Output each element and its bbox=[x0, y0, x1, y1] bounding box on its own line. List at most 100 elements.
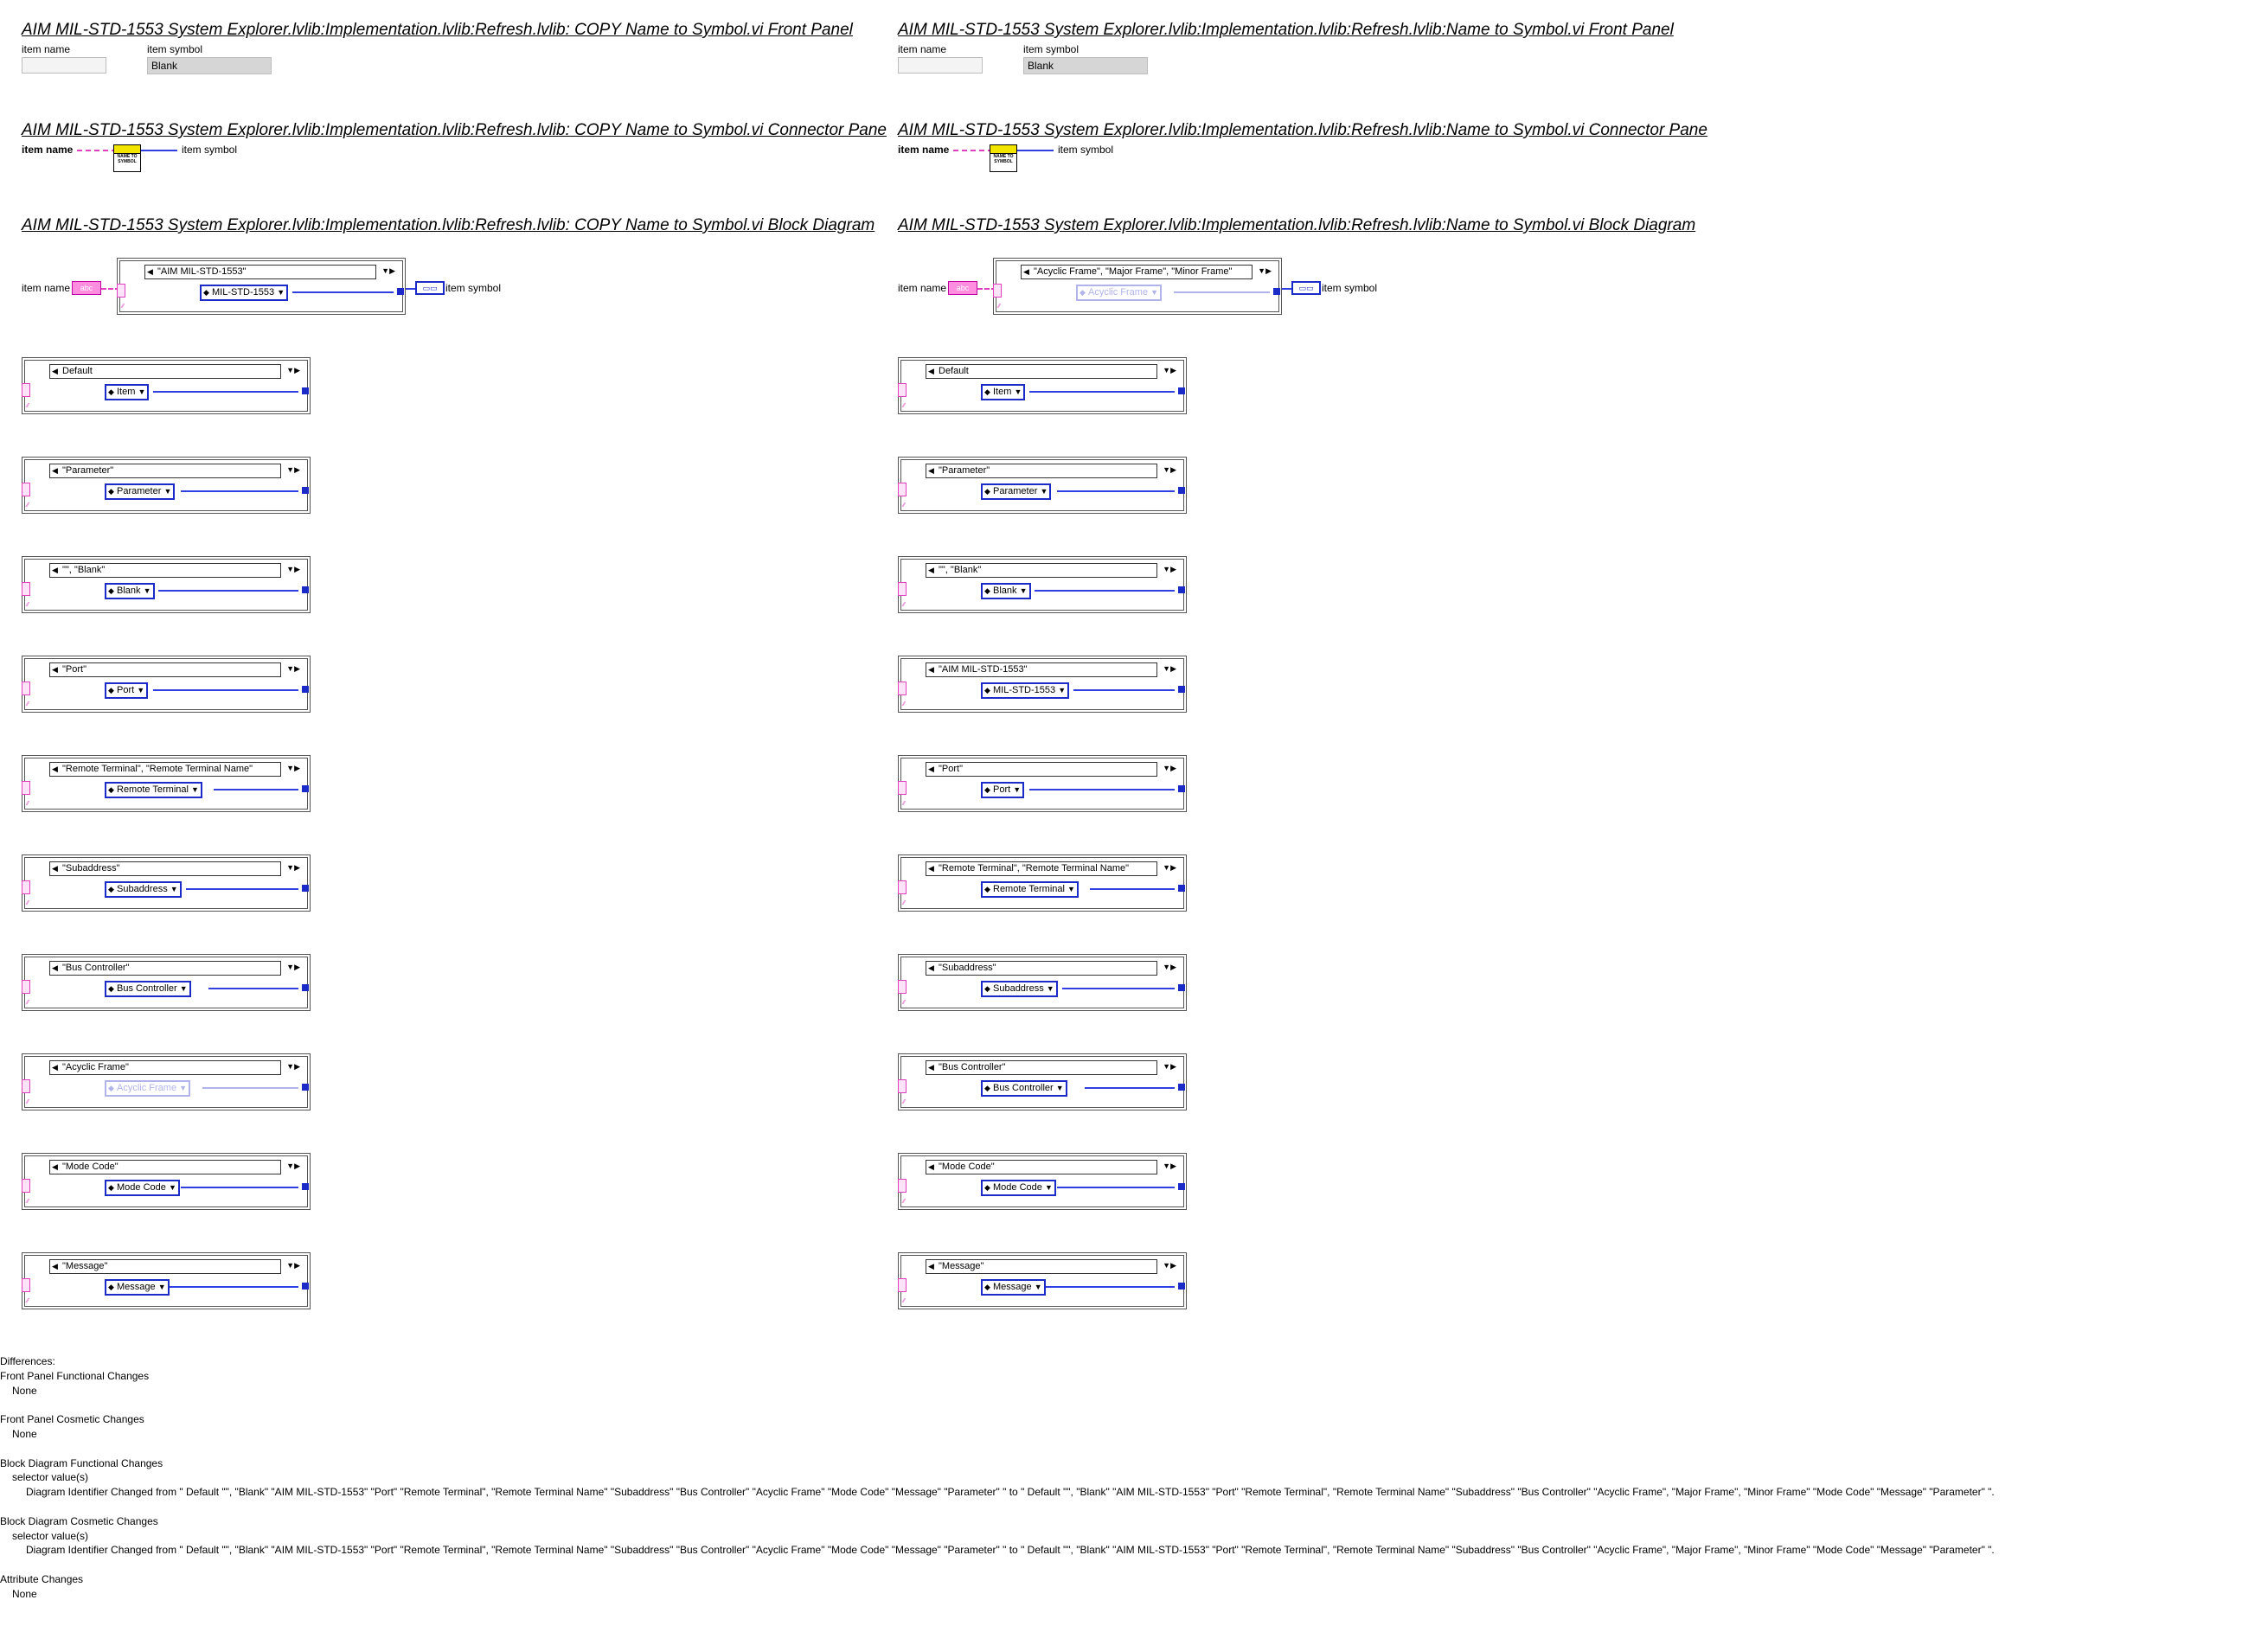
case-menu-icon[interactable]: ▼▶ bbox=[1163, 1261, 1176, 1270]
string-control-terminal[interactable]: abc bbox=[72, 281, 101, 295]
enum-constant[interactable]: ◆Message▼ bbox=[981, 1279, 1046, 1296]
case-selector[interactable]: ◀"Subaddress" bbox=[49, 861, 281, 876]
prev-case-icon[interactable]: ◀ bbox=[52, 765, 58, 773]
enum-constant[interactable]: ◆Item▼ bbox=[105, 384, 150, 400]
case-structure[interactable]: ◀"Acyclic Frame"▼▶◆Acyclic Frame▼⁄⁄ bbox=[22, 1053, 311, 1110]
case-structure[interactable]: ◀"", "Blank"▼▶◆Blank▼⁄⁄ bbox=[898, 556, 1187, 613]
output-tunnel[interactable] bbox=[302, 387, 309, 394]
case-menu-icon[interactable]: ▼▶ bbox=[1163, 1062, 1176, 1071]
enum-constant[interactable]: ◆Bus Controller▼ bbox=[105, 981, 191, 997]
case-menu-icon[interactable]: ▼▶ bbox=[1258, 266, 1272, 275]
case-structure[interactable]: ◀"Port"▼▶◆Port▼⁄⁄ bbox=[898, 755, 1187, 812]
case-menu-icon[interactable]: ▼▶ bbox=[286, 1062, 300, 1071]
case-menu-icon[interactable]: ▼▶ bbox=[1163, 963, 1176, 971]
enum-constant[interactable]: ◆Mode Code▼ bbox=[105, 1180, 180, 1196]
enum-constant[interactable]: ◆Acyclic Frame▼ bbox=[105, 1080, 191, 1097]
prev-case-icon[interactable]: ◀ bbox=[52, 665, 58, 674]
output-tunnel[interactable] bbox=[1178, 984, 1185, 991]
case-selector[interactable]: ◀"Acyclic Frame" bbox=[49, 1060, 281, 1075]
case-selector[interactable]: ◀"Message" bbox=[926, 1259, 1157, 1274]
case-structure[interactable]: ◀"Mode Code"▼▶◆Mode Code▼⁄⁄ bbox=[898, 1153, 1187, 1210]
selector-terminal[interactable] bbox=[898, 483, 907, 496]
selector-terminal[interactable] bbox=[22, 1079, 30, 1093]
prev-case-icon[interactable]: ◀ bbox=[928, 566, 934, 574]
case-structure[interactable]: ◀"Message"▼▶◆Message▼⁄⁄ bbox=[22, 1252, 311, 1309]
selector-terminal[interactable] bbox=[22, 781, 30, 795]
case-structure[interactable]: ◀"AIM MIL-STD-1553"▼▶◆MIL-STD-1553▼⁄⁄ bbox=[898, 656, 1187, 713]
selector-terminal[interactable] bbox=[898, 1079, 907, 1093]
prev-case-icon[interactable]: ◀ bbox=[52, 963, 58, 972]
prev-case-icon[interactable]: ◀ bbox=[928, 367, 934, 375]
output-tunnel[interactable] bbox=[1273, 288, 1280, 295]
case-structure[interactable]: ◀"", "Blank"▼▶◆Blank▼⁄⁄ bbox=[22, 556, 311, 613]
selector-terminal[interactable] bbox=[22, 1278, 30, 1292]
case-structure[interactable]: ◀"Bus Controller"▼▶◆Bus Controller▼⁄⁄ bbox=[898, 1053, 1187, 1110]
case-structure[interactable]: ◀"Message"▼▶◆Message▼⁄⁄ bbox=[898, 1252, 1187, 1309]
enum-constant[interactable]: ◆Message▼ bbox=[105, 1279, 170, 1296]
enum-constant[interactable]: ◆Acyclic Frame▼ bbox=[1076, 285, 1163, 301]
case-structure[interactable]: ◀"Parameter"▼▶◆Parameter▼⁄⁄ bbox=[898, 457, 1187, 514]
selector-terminal[interactable] bbox=[898, 682, 907, 695]
selector-terminal[interactable] bbox=[22, 1179, 30, 1193]
output-tunnel[interactable] bbox=[302, 1283, 309, 1290]
selector-terminal[interactable] bbox=[22, 682, 30, 695]
enum-constant[interactable]: ◆MIL-STD-1553▼ bbox=[981, 682, 1070, 699]
prev-case-icon[interactable]: ◀ bbox=[52, 864, 58, 873]
case-menu-icon[interactable]: ▼▶ bbox=[286, 1162, 300, 1170]
selector-terminal[interactable] bbox=[22, 383, 30, 397]
prev-case-icon[interactable]: ◀ bbox=[928, 466, 934, 475]
enum-constant[interactable]: ◆Remote Terminal▼ bbox=[105, 782, 202, 798]
output-tunnel[interactable] bbox=[302, 686, 309, 693]
enum-constant[interactable]: ◆Mode Code▼ bbox=[981, 1180, 1056, 1196]
enum-constant[interactable]: ◆Port▼ bbox=[981, 782, 1025, 798]
case-structure[interactable]: ◀"Mode Code"▼▶◆Mode Code▼⁄⁄ bbox=[22, 1153, 311, 1210]
case-menu-icon[interactable]: ▼▶ bbox=[1163, 465, 1176, 474]
case-selector[interactable]: ◀"Mode Code" bbox=[49, 1160, 281, 1174]
case-menu-icon[interactable]: ▼▶ bbox=[1163, 1162, 1176, 1170]
enum-constant[interactable]: ◆Item▼ bbox=[981, 384, 1026, 400]
case-selector[interactable]: ◀Default bbox=[49, 364, 281, 379]
case-menu-icon[interactable]: ▼▶ bbox=[1163, 863, 1176, 872]
enum-constant[interactable]: ◆Bus Controller▼ bbox=[981, 1080, 1067, 1097]
item-symbol-indicator-terminal[interactable]: ▭▭ bbox=[415, 281, 445, 295]
case-menu-icon[interactable]: ▼▶ bbox=[1163, 764, 1176, 772]
case-selector[interactable]: ◀"AIM MIL-STD-1553" bbox=[926, 662, 1157, 677]
selector-terminal[interactable] bbox=[898, 383, 907, 397]
prev-case-icon[interactable]: ◀ bbox=[928, 1063, 934, 1072]
vi-icon[interactable]: NAME TO SYMBOL bbox=[113, 144, 141, 172]
prev-case-icon[interactable]: ◀ bbox=[52, 466, 58, 475]
enum-constant[interactable]: ◆Port▼ bbox=[105, 682, 149, 699]
prev-case-icon[interactable]: ◀ bbox=[928, 1162, 934, 1171]
case-menu-icon[interactable]: ▼▶ bbox=[286, 664, 300, 673]
enum-constant[interactable]: ◆Blank▼ bbox=[981, 583, 1031, 599]
case-selector[interactable]: ◀"Port" bbox=[49, 662, 281, 677]
prev-case-icon[interactable]: ◀ bbox=[928, 765, 934, 773]
string-control-terminal[interactable]: abc bbox=[948, 281, 977, 295]
case-menu-icon[interactable]: ▼▶ bbox=[286, 565, 300, 573]
case-structure[interactable]: ◀"Remote Terminal", "Remote Terminal Nam… bbox=[22, 755, 311, 812]
case-selector[interactable]: ◀"", "Blank" bbox=[49, 563, 281, 578]
case-selector[interactable]: ◀"Bus Controller" bbox=[49, 961, 281, 976]
case-structure[interactable]: ◀"Parameter"▼▶◆Parameter▼⁄⁄ bbox=[22, 457, 311, 514]
case-selector[interactable]: ◀"AIM MIL-STD-1553" bbox=[144, 265, 376, 279]
case-selector[interactable]: ◀"Remote Terminal", "Remote Terminal Nam… bbox=[926, 861, 1157, 876]
case-menu-icon[interactable]: ▼▶ bbox=[286, 963, 300, 971]
prev-case-icon[interactable]: ◀ bbox=[928, 1262, 934, 1270]
case-selector[interactable]: ◀"Remote Terminal", "Remote Terminal Nam… bbox=[49, 762, 281, 777]
selector-terminal[interactable] bbox=[898, 582, 907, 596]
selector-terminal[interactable] bbox=[898, 880, 907, 894]
output-tunnel[interactable] bbox=[302, 586, 309, 593]
case-selector[interactable]: ◀"Parameter" bbox=[49, 464, 281, 478]
case-selector[interactable]: ◀"Bus Controller" bbox=[926, 1060, 1157, 1075]
output-tunnel[interactable] bbox=[302, 885, 309, 892]
case-selector[interactable]: ◀"Mode Code" bbox=[926, 1160, 1157, 1174]
prev-case-icon[interactable]: ◀ bbox=[52, 1162, 58, 1171]
case-selector[interactable]: ◀"Subaddress" bbox=[926, 961, 1157, 976]
output-tunnel[interactable] bbox=[1178, 586, 1185, 593]
item-name-control[interactable] bbox=[898, 57, 983, 74]
enum-constant[interactable]: ◆Subaddress▼ bbox=[105, 881, 182, 898]
selector-terminal[interactable] bbox=[117, 284, 125, 298]
prev-case-icon[interactable]: ◀ bbox=[147, 267, 153, 276]
case-menu-icon[interactable]: ▼▶ bbox=[1163, 565, 1176, 573]
prev-case-icon[interactable]: ◀ bbox=[928, 665, 934, 674]
